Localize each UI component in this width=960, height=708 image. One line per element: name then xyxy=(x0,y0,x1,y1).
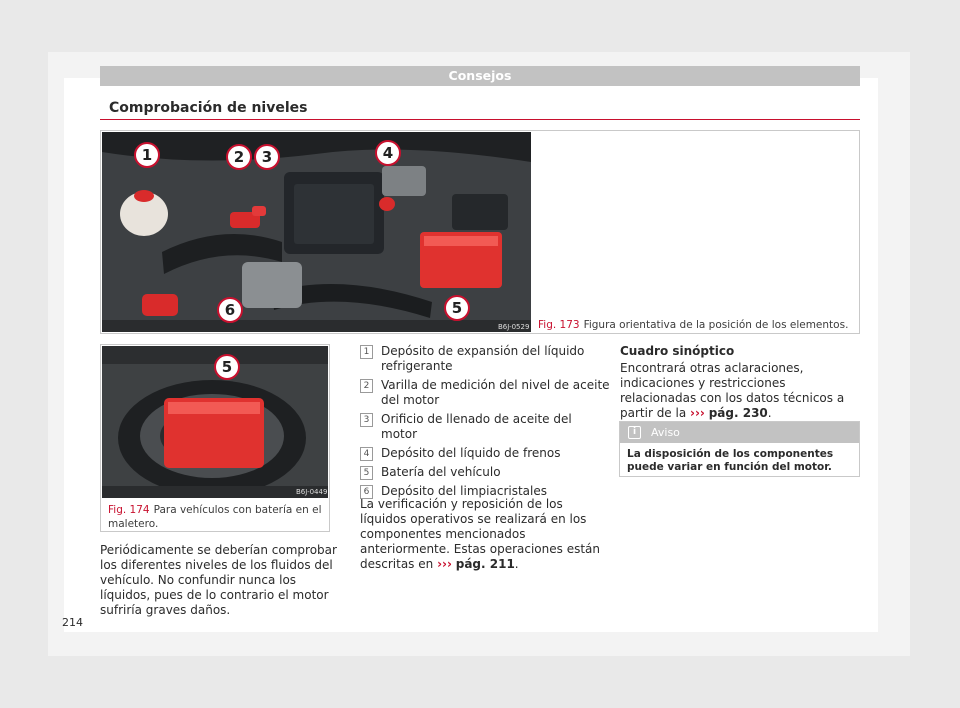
figure-173-number: Fig. 173 xyxy=(538,319,580,331)
figure-173-caption-text: Figura orientativa de la posición de los… xyxy=(583,319,849,331)
spare-wheel-image: 5 B6J-0449 xyxy=(102,346,328,498)
verification-text: La verificación y reposición de los líqu… xyxy=(360,497,600,571)
callout-3: 3 xyxy=(254,144,280,170)
callout-4: 4 xyxy=(375,140,401,166)
callout-5: 5 xyxy=(444,295,470,321)
legend-text: Depósito del líquido de frenos xyxy=(381,446,561,460)
page-reference-link[interactable]: pág. 230 xyxy=(708,406,768,420)
sentence-end: . xyxy=(514,557,519,571)
callout-5-trunk: 5 xyxy=(214,354,240,380)
info-icon: i xyxy=(628,426,641,439)
legend-number: 2 xyxy=(360,379,373,393)
legend-item: 4 Depósito del líquido de frenos xyxy=(360,446,610,461)
legend-text: Depósito de expansión del líquido refrig… xyxy=(381,344,585,373)
legend-text: Varilla de medición del nivel de aceite … xyxy=(381,378,610,407)
legend-number: 5 xyxy=(360,466,373,480)
legend-item: 2 Varilla de medición del nivel de aceite… xyxy=(360,378,610,408)
image-code: B6J-0529 xyxy=(498,323,530,331)
legend-item: 6 Depósito del limpiacristales xyxy=(360,484,610,499)
notice-title: Aviso xyxy=(651,426,680,439)
engine-bay-image: 1 2 3 4 5 6 B6J-0529 xyxy=(102,132,531,332)
callout-1: 1 xyxy=(134,142,160,168)
spare-wheel-illustration xyxy=(102,346,328,498)
verification-paragraph: La verificación y reposición de los líqu… xyxy=(360,497,605,572)
legend-item: 3 Orificio de llenado de aceite del motor xyxy=(360,412,610,442)
component-legend: 1 Depósito de expansión del líquido refri… xyxy=(360,344,610,503)
page-number: 214 xyxy=(62,616,83,629)
figure-174-number: Fig. 174 xyxy=(108,504,150,516)
page-reference-link[interactable]: pág. 211 xyxy=(455,557,515,571)
legend-number: 3 xyxy=(360,413,373,427)
legend-number: 1 xyxy=(360,345,373,359)
notice-text: La disposición de los componentes puede … xyxy=(627,448,834,473)
legend-item: 5 Batería del vehículo xyxy=(360,465,610,480)
legend-item: 1 Depósito de expansión del líquido refri… xyxy=(360,344,610,374)
cross-reference-arrow: ››› xyxy=(690,406,705,420)
notice-box: i Aviso La disposición de los componente… xyxy=(619,421,860,477)
intro-paragraph: Periódicamente se deberían comprobar los… xyxy=(100,543,337,617)
section-divider xyxy=(100,119,860,120)
summary-text: Encontrará otras aclaraciones, indicacio… xyxy=(620,361,845,420)
figure-174-caption-text: Para vehículos con batería en el maleter… xyxy=(108,504,322,530)
callout-2: 2 xyxy=(226,144,252,170)
chapter-header: Consejos xyxy=(100,66,860,86)
cross-reference-arrow: ››› xyxy=(437,557,452,571)
summary-title: Cuadro sinóptico xyxy=(620,344,735,358)
legend-number: 4 xyxy=(360,447,373,461)
legend-text: Orificio de llenado de aceite del motor xyxy=(381,412,572,441)
notice-header: i Aviso xyxy=(620,422,859,443)
legend-text: Batería del vehículo xyxy=(381,465,501,479)
legend-number: 6 xyxy=(360,485,373,499)
callout-6: 6 xyxy=(217,297,243,323)
section-title: Comprobación de niveles xyxy=(109,100,308,116)
image-code-174: B6J-0449 xyxy=(296,488,328,496)
legend-text: Depósito del limpiacristales xyxy=(381,484,547,498)
summary-paragraph: Encontrará otras aclaraciones, indicacio… xyxy=(620,361,860,421)
sentence-end: . xyxy=(767,406,772,420)
